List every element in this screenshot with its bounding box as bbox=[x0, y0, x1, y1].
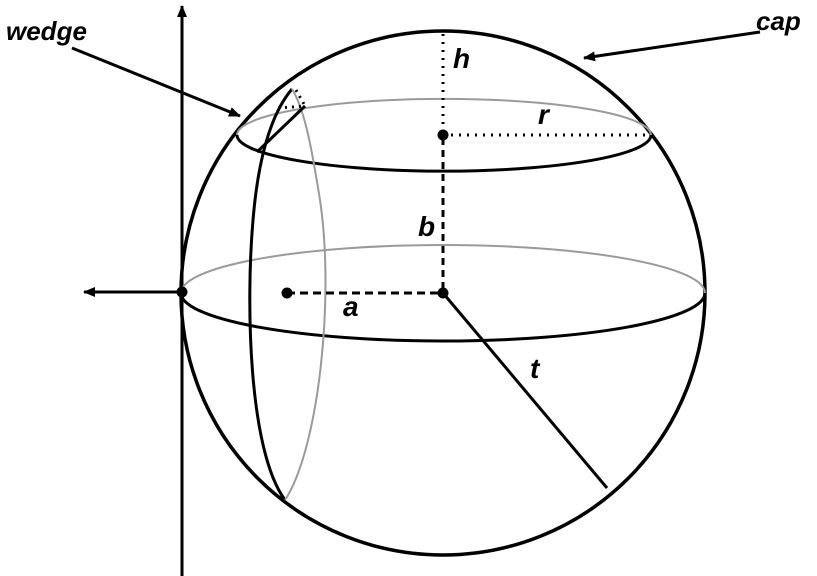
cap-label: cap bbox=[756, 6, 801, 36]
wedge-dotted-side bbox=[294, 89, 307, 107]
sphere-radius-t-line bbox=[441, 292, 609, 489]
wedge-pointer-arrow bbox=[71, 46, 241, 118]
a-label: a bbox=[343, 291, 359, 322]
cap-center-point bbox=[437, 129, 449, 141]
equator-front-arc bbox=[179, 292, 707, 343]
b-label: b bbox=[418, 211, 435, 242]
h-label: h bbox=[453, 43, 470, 74]
r-label: r bbox=[538, 99, 551, 130]
wedge-slice-front bbox=[248, 88, 294, 501]
point-a-end bbox=[281, 287, 293, 299]
cap-pointer-arrow bbox=[583, 30, 761, 62]
wedge-label: wedge bbox=[6, 16, 87, 46]
t-label: t bbox=[530, 353, 541, 384]
equator-back-arc bbox=[180, 244, 706, 294]
wedge-slice-back bbox=[284, 88, 327, 501]
axis-intersection-point bbox=[176, 286, 188, 298]
wedge-edge-line bbox=[255, 104, 307, 154]
wedge-dotted-edge bbox=[277, 104, 306, 110]
sphere-center-point bbox=[437, 287, 449, 299]
cap-circle-front-arc bbox=[235, 134, 653, 173]
